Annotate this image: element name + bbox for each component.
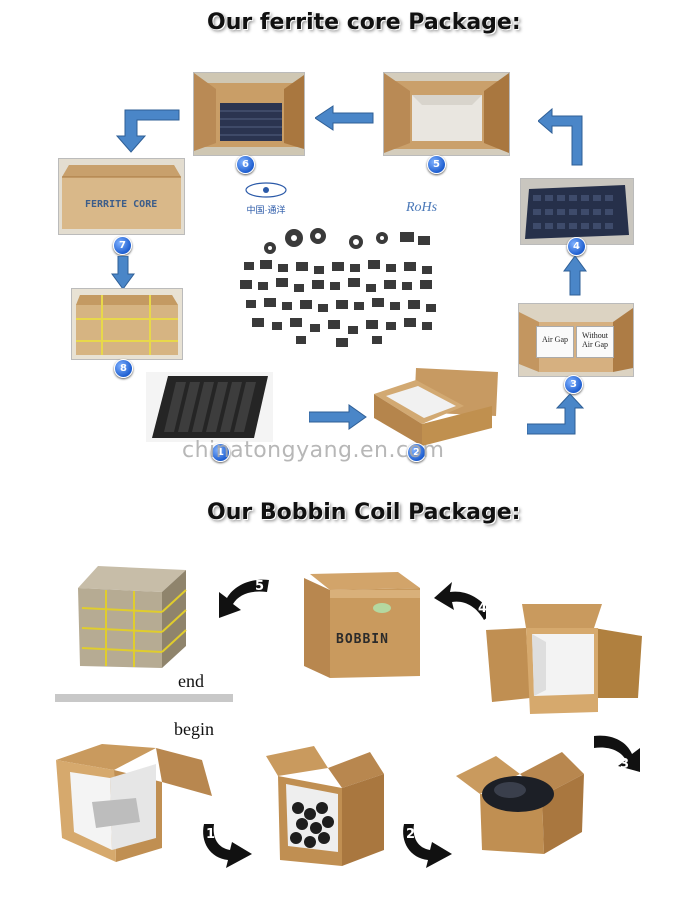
ferrite-step-5-badge: 5 [427, 155, 446, 174]
ferrite-step-7-photo: FERRITE CORE [58, 158, 185, 235]
ferrite-section-title: Our ferrite core Package: [207, 10, 521, 35]
bobbin-step-5-number: 5 [255, 579, 264, 594]
end-label: end [178, 671, 204, 691]
brand-logo-icon [245, 182, 287, 198]
arrow-right-icon [309, 404, 367, 430]
ferrite-step-4-photo [520, 178, 634, 245]
curved-arrow-5-icon: 5 [219, 579, 269, 618]
without-air-gap-card: Without Air Gap [576, 326, 614, 358]
bobbin-step-3-photo [486, 602, 648, 724]
curved-arrow-1-icon: 1 [203, 824, 252, 868]
ferrite-step-6-badge: 6 [236, 155, 255, 174]
bobbin-box-label: BOBBIN [336, 632, 389, 647]
air-gap-label: Air Gap [542, 335, 568, 344]
bobbin-step-1-photo [52, 742, 220, 864]
brand-logo: 中国·通洋 [236, 182, 296, 216]
curved-arrow-4-icon: 4 [434, 582, 492, 620]
arrow-down-icon [111, 256, 135, 290]
brand-text: 中国·通洋 [246, 205, 286, 215]
end-divider [55, 694, 233, 702]
bobbin-step-2-number: 2 [406, 827, 415, 842]
bobbin-step-2-photo [252, 742, 392, 870]
ferrite-step-2-badge: 2 [407, 443, 426, 462]
ferrite-box-label: FERRITE CORE [85, 199, 158, 210]
arrow-up-icon [563, 256, 587, 296]
watermark-text: chinatongyang.en.com [182, 438, 445, 463]
rohs-mark: RoHs [406, 200, 438, 215]
ferrite-step-6-photo [193, 72, 305, 156]
ferrite-step-8-photo [71, 288, 183, 360]
arrow-left-icon [315, 105, 374, 131]
ferrite-step-1-photo [146, 372, 273, 442]
arrow-bend-up-left-icon [538, 107, 583, 166]
ferrite-step-3-badge: 3 [564, 375, 583, 394]
begin-label: begin [174, 719, 214, 739]
bobbin-step-bagged-photo [456, 746, 586, 856]
ferrite-step-8-badge: 8 [114, 359, 133, 378]
ferrite-step-7-badge: 7 [113, 236, 132, 255]
air-gap-card: Air Gap [536, 326, 574, 358]
bobbin-step-3-number: 3 [620, 757, 629, 772]
curved-arrow-3-icon: 3 [594, 735, 640, 772]
ferrite-step-2-photo [372, 366, 500, 448]
bobbin-step-4-number: 4 [478, 601, 487, 616]
ferrite-step-4-badge: 4 [567, 237, 586, 256]
ferrite-step-1-badge: 1 [211, 443, 230, 462]
bobbin-step-5-photo [78, 562, 190, 672]
ferrite-step-5-photo [383, 72, 510, 156]
arrow-bend-up-right-icon [527, 394, 585, 435]
ferrite-cores-image [240, 228, 436, 347]
bobbin-step-1-number: 1 [206, 827, 215, 842]
bobbin-step-4-photo: BOBBIN [300, 570, 422, 680]
arrow-bend-down-left-icon [115, 109, 180, 153]
bobbin-section-title: Our Bobbin Coil Package: [207, 500, 521, 525]
without-air-gap-label: Without Air Gap [582, 331, 608, 349]
curved-arrow-2-icon: 2 [403, 824, 452, 868]
